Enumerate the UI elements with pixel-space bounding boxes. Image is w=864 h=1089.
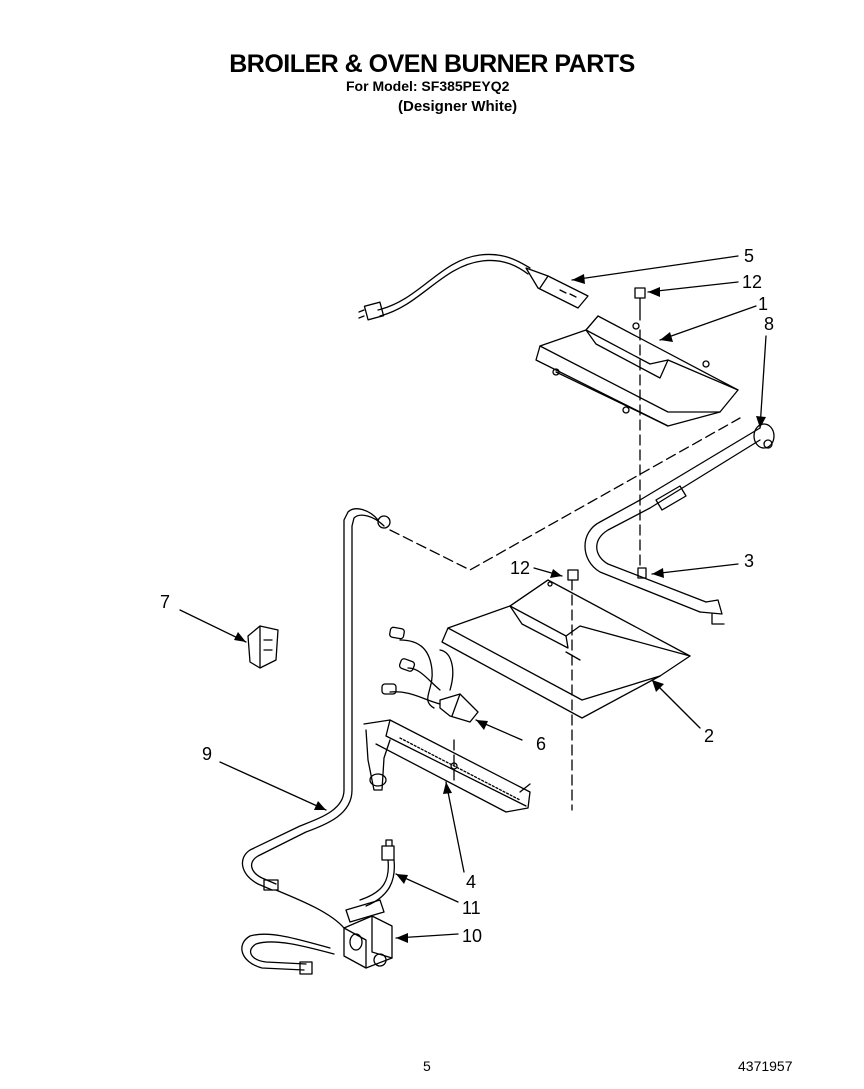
burner-screw-part-3 [637,567,647,579]
broiler-ignitor-part-5 [358,253,589,321]
leader-arrowheads [234,274,766,943]
screw-part-12-top [634,287,646,321]
callout-3: 3 [744,551,754,571]
broiler-burner-part-8 [584,423,775,625]
oven-ignitor-part-6 [381,626,479,723]
page-number: 5 [423,1058,431,1074]
callout-4: 4 [466,872,476,892]
callout-12-top: 12 [742,272,762,292]
oven-baffle-part-2 [441,579,691,719]
callout-12-middle: 12 [510,558,530,578]
callout-1: 1 [758,294,768,314]
callout-numbers: 5 12 1 8 3 12 7 6 2 9 4 11 10 [160,246,774,946]
screw-part-12-middle [567,569,579,581]
gas-tube-part-9 [241,508,391,891]
document-number: 4371957 [738,1058,793,1074]
callout-11: 11 [462,898,481,918]
clip-part-7 [247,625,279,669]
broiler-deflector-part-1 [535,315,739,427]
orifice-part-11 [359,839,396,907]
callout-5: 5 [744,246,754,266]
gas-valve-part-10 [241,889,393,975]
callout-2: 2 [704,726,714,746]
callout-9: 9 [202,744,212,764]
model-line: For Model: SF385PEYQ2 [346,78,510,94]
callout-7: 7 [160,592,170,612]
oven-burner-part-4 [363,719,531,813]
callout-6: 6 [536,734,546,754]
callout-10: 10 [462,926,482,946]
page-title: BROILER & OVEN BURNER PARTS [229,50,635,78]
callout-8: 8 [764,314,774,334]
model-variant: (Designer White) [398,98,518,115]
